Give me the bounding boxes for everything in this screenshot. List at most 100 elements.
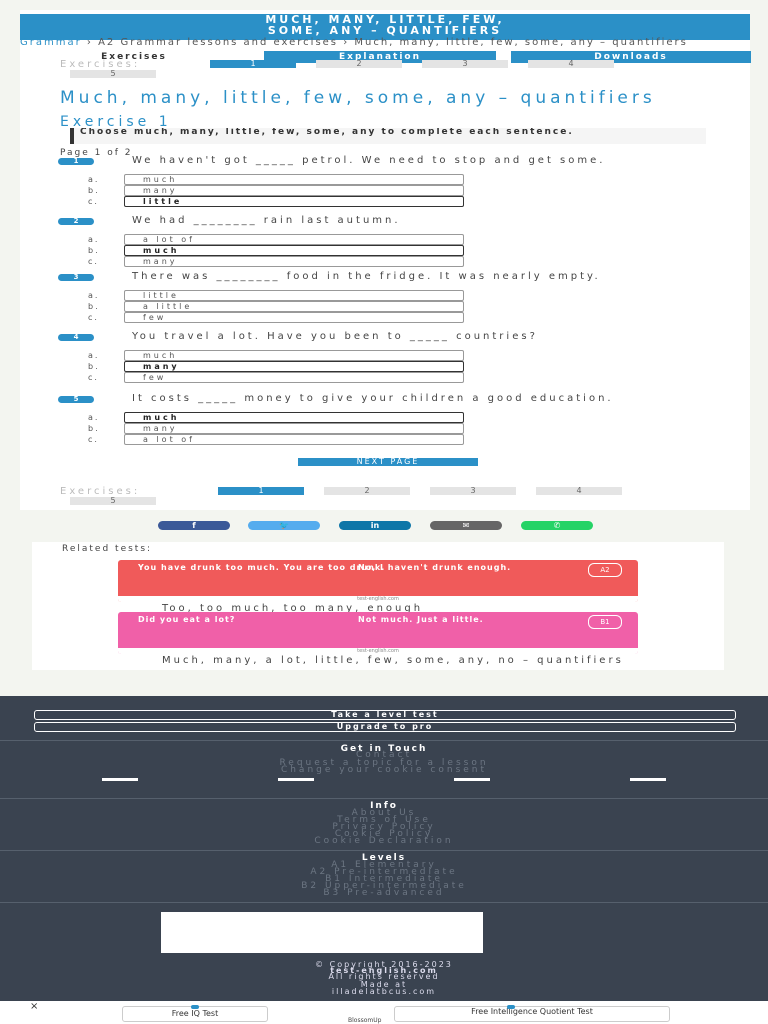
- social-placeholder: [102, 778, 138, 781]
- ad-icon: [191, 1005, 199, 1009]
- request-topic-link[interactable]: Request a topic for a lesson: [279, 758, 489, 768]
- answer-option[interactable]: b.many: [88, 185, 464, 197]
- facebook-icon: f: [192, 521, 196, 530]
- level-test-button[interactable]: Take a level test: [34, 710, 736, 720]
- about-link[interactable]: About Us: [351, 808, 417, 818]
- made-at-link[interactable]: illadelatbcus.com: [331, 987, 437, 996]
- question-number: 5: [58, 396, 94, 403]
- terms-link[interactable]: Terms of Use: [337, 815, 431, 825]
- ad-placeholder: [161, 912, 483, 953]
- page-title-line1: MUCH, MANY, LITTLE, FEW,: [265, 14, 505, 25]
- question-text: You travel a lot. Have you been to _____…: [132, 331, 538, 342]
- pager-page-2[interactable]: 2: [324, 487, 410, 495]
- ad-intelligence-test-button[interactable]: Free Intelligence Quotient Test: [394, 1005, 670, 1022]
- option-letter: a.: [88, 235, 100, 244]
- pager-page-1[interactable]: 1: [218, 487, 304, 495]
- answer-option[interactable]: a.much: [88, 412, 464, 424]
- answer-option[interactable]: a. a lot of: [88, 234, 464, 246]
- option-box[interactable]: many: [124, 423, 464, 434]
- option-box[interactable]: few: [124, 312, 464, 323]
- upgrade-button[interactable]: Upgrade to pro: [34, 722, 736, 732]
- answer-option[interactable]: c. little: [88, 196, 464, 208]
- answer-option[interactable]: a.much: [88, 174, 464, 186]
- pager-label: Exercises:: [60, 59, 141, 70]
- pager-page-5[interactable]: 5: [70, 70, 156, 78]
- option-box[interactable]: a lot of: [124, 434, 464, 445]
- page-title: MUCH, MANY, LITTLE, FEW, SOME, ANY – QUA…: [20, 14, 750, 40]
- site-name: test-english.com: [330, 966, 438, 975]
- banner-site: test-english.com: [118, 596, 638, 602]
- share-button[interactable]: ✉: [430, 521, 502, 530]
- close-icon[interactable]: ×: [30, 1001, 39, 1012]
- answer-option[interactable]: b.many: [88, 423, 464, 435]
- option-box[interactable]: much: [124, 412, 464, 423]
- answer-option[interactable]: c.many: [88, 256, 464, 268]
- question-text: It costs _____ money to give your childr…: [132, 393, 614, 404]
- option-box[interactable]: much: [124, 174, 464, 185]
- option-box[interactable]: many: [124, 256, 464, 267]
- answer-option[interactable]: c.few: [88, 312, 464, 324]
- exercise-pager-bottom: Exercises: 1 2 3 4 5: [60, 486, 740, 506]
- pager-page-5[interactable]: 5: [70, 497, 156, 505]
- share-button[interactable]: f: [158, 521, 230, 530]
- tab-exercises[interactable]: Exercises: [20, 51, 248, 63]
- answer-option[interactable]: b.much: [88, 245, 464, 257]
- ad-iq-test-button[interactable]: Free IQ Test: [122, 1005, 268, 1022]
- option-box[interactable]: few: [124, 372, 464, 383]
- cookie-policy-link[interactable]: Cookie Policy: [334, 829, 434, 839]
- option-box[interactable]: much: [124, 245, 464, 256]
- option-box[interactable]: a little: [124, 301, 464, 312]
- ad-attribution: BlossomUp: [348, 1017, 382, 1024]
- option-box[interactable]: little: [124, 290, 464, 301]
- related-banner[interactable]: You have drunk too much. You are too dru…: [118, 560, 638, 602]
- pager-page-2[interactable]: 2: [316, 60, 402, 68]
- contact-link[interactable]: Contact: [355, 750, 412, 760]
- answer-option[interactable]: b.many: [88, 361, 464, 373]
- footer-divider: [0, 902, 768, 903]
- option-box[interactable]: little: [124, 196, 464, 207]
- related-test-title[interactable]: Much, many, a lot, little, few, some, an…: [162, 655, 624, 666]
- level-a2-link[interactable]: A2 Pre-intermediate: [310, 867, 458, 877]
- instruction-box: Choose much, many, little, few, some, an…: [70, 128, 706, 144]
- copyright: © Copyright 2016-2023: [315, 960, 453, 969]
- footer-heading-info: Info: [370, 801, 398, 811]
- banner-text-left: You have drunk too much. You are too dru…: [138, 563, 386, 572]
- answer-option[interactable]: c.few: [88, 372, 464, 384]
- answer-option[interactable]: b.a little: [88, 301, 464, 313]
- option-box[interactable]: much: [124, 350, 464, 361]
- share-button[interactable]: 🐦: [248, 521, 320, 530]
- pager-page-4[interactable]: 4: [528, 60, 614, 68]
- related-banner[interactable]: Did you eat a lot?Not much. Just a littl…: [118, 612, 638, 654]
- question-text: We haven't got _____ petrol. We need to …: [132, 155, 606, 166]
- level-a1-link[interactable]: A1 Elementary: [331, 860, 437, 870]
- related-title: Related tests:: [62, 544, 153, 554]
- answer-option[interactable]: a.little: [88, 290, 464, 302]
- breadcrumb-grammar-link[interactable]: Grammar: [20, 37, 82, 48]
- whatsapp-icon: ✆: [553, 521, 561, 530]
- banner-site: test-english.com: [118, 648, 638, 654]
- level-b1-link[interactable]: B1 Intermediate: [325, 874, 443, 884]
- pager-page-1[interactable]: 1: [210, 60, 296, 68]
- cookie-consent-link[interactable]: Change your cookie consent: [280, 765, 488, 775]
- answer-option[interactable]: a.much: [88, 350, 464, 362]
- exercise-pager-top: Exercises: 1 2 3 4 5: [60, 59, 740, 79]
- answer-option[interactable]: c.a lot of: [88, 434, 464, 446]
- cookie-declaration-link[interactable]: Cookie Declaration: [314, 836, 454, 846]
- page-title-line2: SOME, ANY – QUANTIFIERS: [267, 25, 503, 36]
- pager-page-3[interactable]: 3: [430, 487, 516, 495]
- pager-page-3[interactable]: 3: [422, 60, 508, 68]
- privacy-link[interactable]: Privacy Policy: [332, 822, 436, 832]
- related-test-title[interactable]: Too, too much, too many, enough: [162, 603, 424, 614]
- level-b3-link[interactable]: B3 Pre-advanced: [323, 888, 445, 898]
- level-badge: B1: [588, 615, 622, 629]
- option-box[interactable]: many: [124, 361, 464, 372]
- option-box[interactable]: many: [124, 185, 464, 196]
- level-b2-link[interactable]: B2 Upper-intermediate: [301, 881, 467, 891]
- share-button[interactable]: ✆: [521, 521, 593, 530]
- share-button[interactable]: in: [339, 521, 411, 530]
- next-page-button[interactable]: NEXT PAGE: [298, 458, 478, 466]
- question-text: There was ________ food in the fridge. I…: [132, 271, 601, 282]
- option-letter: c.: [88, 197, 99, 206]
- option-box[interactable]: a lot of: [124, 234, 464, 245]
- pager-page-4[interactable]: 4: [536, 487, 622, 495]
